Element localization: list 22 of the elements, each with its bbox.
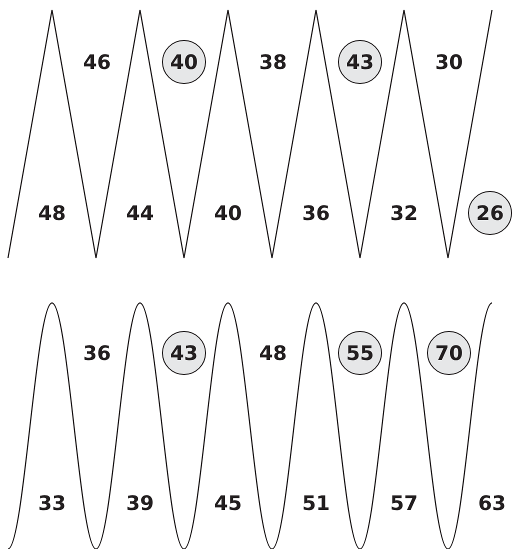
- number: 48: [259, 343, 287, 363]
- number: 46: [83, 52, 111, 72]
- number: 39: [126, 493, 154, 513]
- number: 63: [478, 493, 506, 513]
- number: 30: [435, 52, 463, 72]
- number: 36: [302, 203, 330, 223]
- number: 40: [214, 203, 242, 223]
- circled-number: 40: [162, 40, 206, 84]
- number: 48: [38, 203, 66, 223]
- circled-number: 26: [468, 191, 512, 235]
- circled-number: 55: [338, 331, 382, 375]
- number: 44: [126, 203, 154, 223]
- number: 38: [259, 52, 287, 72]
- number: 32: [390, 203, 418, 223]
- number: 51: [302, 493, 330, 513]
- number: 36: [83, 343, 111, 363]
- circled-number: 43: [162, 331, 206, 375]
- circled-number: 70: [427, 331, 471, 375]
- number: 57: [390, 493, 418, 513]
- number: 33: [38, 493, 66, 513]
- circled-number: 43: [338, 40, 382, 84]
- number: 45: [214, 493, 242, 513]
